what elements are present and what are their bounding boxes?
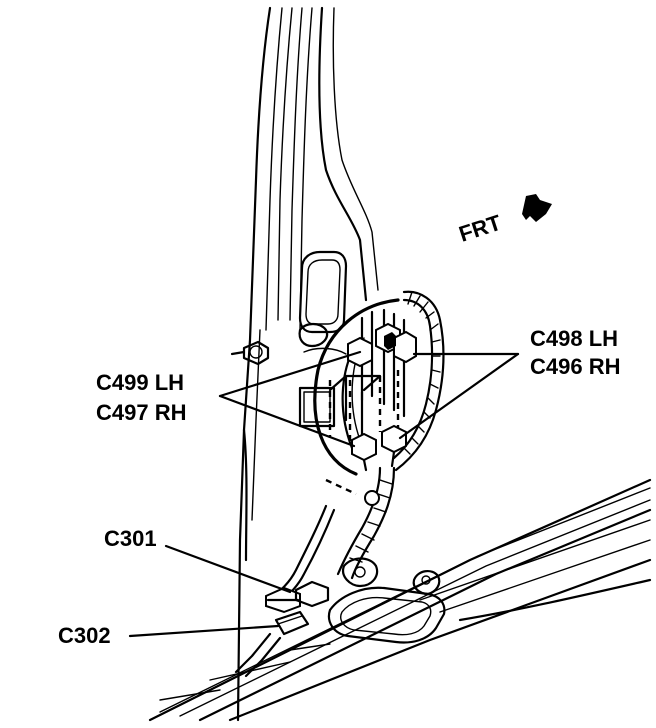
lower-connectors <box>234 580 330 678</box>
c301-label: C301 <box>104 526 157 551</box>
pillar-stud <box>230 340 270 366</box>
floor-sill <box>148 478 652 722</box>
front-arrow-icon <box>522 194 552 222</box>
c498-lh-label: C498 LH <box>530 326 618 351</box>
harness-down <box>268 466 396 606</box>
c499-lh-label: C499 LH <box>96 370 184 395</box>
c496-rh-label: C496 RH <box>530 354 620 379</box>
frt-label: FRT <box>456 210 505 247</box>
harness-loop <box>313 290 445 476</box>
c497-rh-label: C497 RH <box>96 400 186 425</box>
connector-cluster <box>298 308 417 496</box>
leader-lines <box>128 350 520 638</box>
c302-label: C302 <box>58 623 111 648</box>
